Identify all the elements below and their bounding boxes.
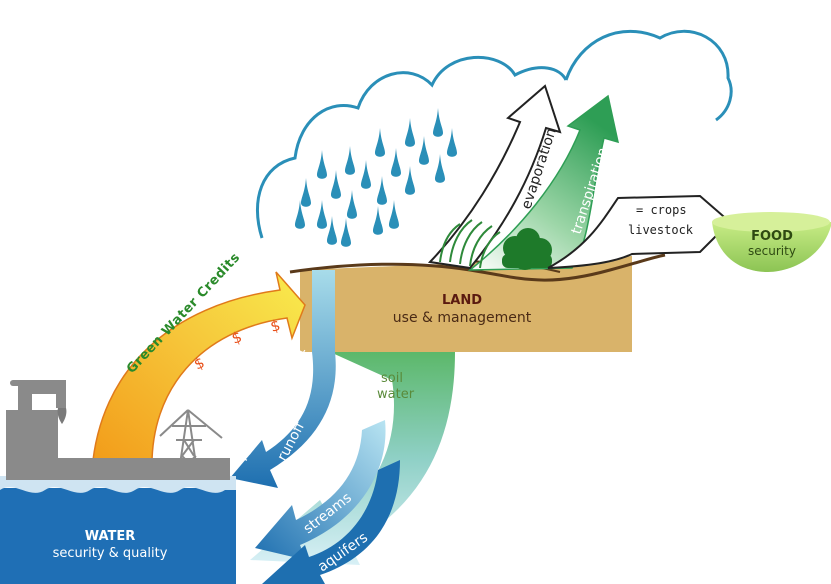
rain-drop	[435, 154, 445, 183]
rain-drop	[419, 136, 429, 165]
rain-drop	[341, 218, 351, 247]
rain-drop	[373, 206, 383, 235]
rain-drop	[375, 128, 385, 157]
rain-drop	[301, 178, 311, 207]
food-title: FOOD	[751, 229, 793, 244]
crops-livestock-arrow	[547, 194, 732, 269]
rain-drop	[317, 200, 327, 229]
rain-drop	[327, 216, 337, 245]
streams-arrow	[255, 420, 386, 560]
rain-drop	[405, 118, 415, 147]
water-title: WATER	[85, 529, 136, 544]
tree-icon	[502, 228, 552, 270]
land-subtitle: use & management	[393, 310, 532, 326]
soil-water-label-2: water	[377, 387, 415, 402]
water-wave	[0, 476, 236, 493]
land-title: LAND	[442, 293, 482, 308]
rain-drop	[447, 128, 457, 157]
crops-label: = crops	[636, 203, 687, 217]
cloud-icon	[255, 55, 568, 239]
tank-left	[6, 410, 58, 470]
rain-drop	[405, 166, 415, 195]
aquifers-arrow	[262, 460, 400, 584]
livestock-label: livestock	[628, 223, 694, 237]
tank-wall	[6, 458, 230, 480]
rain-drop	[317, 150, 327, 179]
dollar-icon-2: $	[229, 328, 244, 348]
soil-water-arrow	[250, 352, 455, 565]
power-pylon-icon	[159, 409, 223, 479]
soil-water-label-1: soil	[381, 371, 403, 386]
rain-drop	[391, 148, 401, 177]
rain-drop	[377, 176, 387, 205]
green-water-credits-arrow	[91, 271, 306, 471]
water-body	[0, 488, 236, 584]
rain-drop	[331, 170, 341, 199]
evaporation-arrow	[427, 84, 562, 270]
food-subtitle: security	[748, 244, 796, 258]
rain-drop	[295, 200, 305, 229]
runoff-arrow	[230, 270, 336, 488]
bowl-icon	[712, 212, 831, 272]
rain-drop	[347, 190, 357, 219]
cloud-icon-right	[564, 29, 733, 122]
water-subtitle: security & quality	[53, 546, 168, 561]
rain-drop	[433, 108, 443, 137]
dollar-icon-3: $	[268, 316, 282, 336]
grass-icon	[439, 219, 501, 269]
rain-drop	[361, 160, 371, 189]
dollar-icon-1: $	[191, 353, 207, 373]
rain-drop	[345, 146, 355, 175]
soil-surface-line	[289, 253, 666, 282]
rain-drops-icon	[295, 108, 457, 247]
transpiration-arrow	[467, 94, 619, 271]
rain-drop	[389, 200, 399, 229]
tap-icon	[10, 380, 67, 424]
